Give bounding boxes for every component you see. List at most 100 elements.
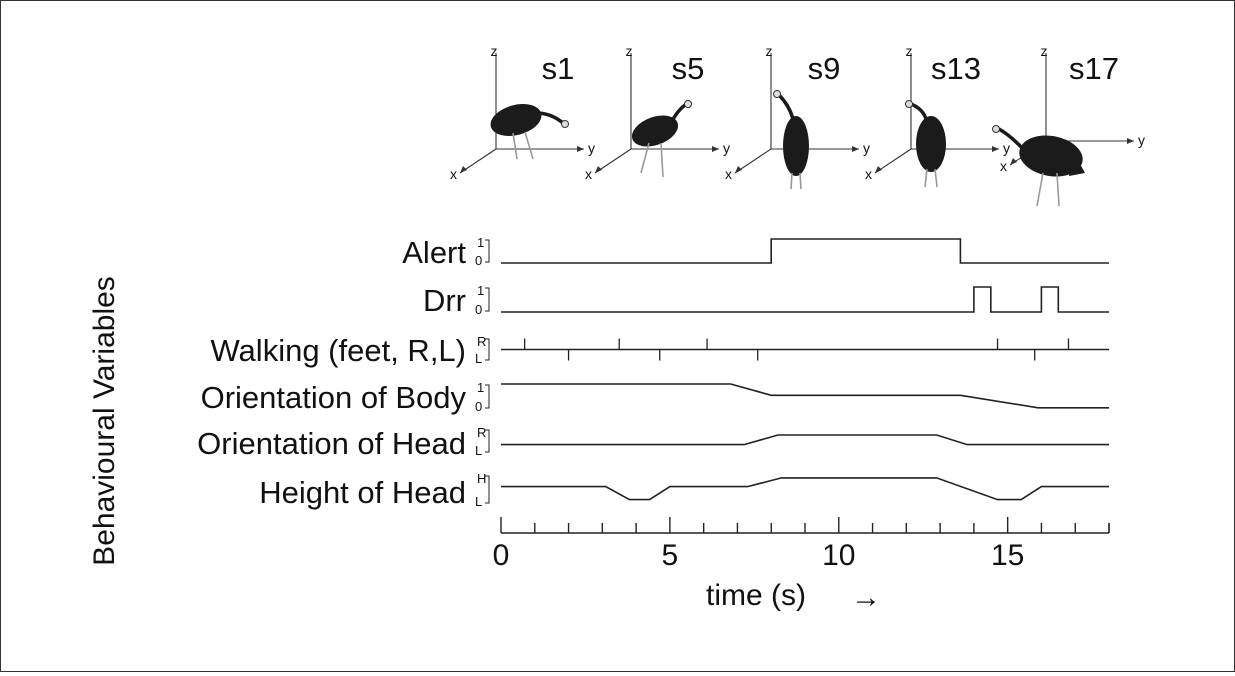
axes-3d-icon: z y x — [450, 43, 595, 182]
turkey-head-icon — [684, 100, 692, 108]
turkey-leg-icon — [1036, 172, 1044, 207]
x-tick-label: 0 — [493, 539, 510, 572]
axis-letter-z: z — [1041, 43, 1048, 59]
row-level-lo-height: L — [475, 494, 482, 509]
axis-letter-x: x — [450, 166, 457, 182]
row-label-drr: Drr — [423, 283, 466, 318]
time-arrow: → — [851, 581, 881, 614]
turkey-leg-icon — [640, 142, 650, 174]
trace-alert — [501, 238, 1109, 264]
turkey-leg-icon — [1056, 172, 1060, 207]
turkey-leg-icon — [660, 142, 664, 178]
turkey-leg-icon — [924, 168, 928, 188]
row-level-lo-alert: 0 — [475, 253, 482, 268]
snapshot-label: s17 — [1069, 51, 1119, 86]
turkey-s9-icon — [773, 90, 809, 190]
turkey-body-icon — [783, 116, 809, 176]
row-bracket-alert — [485, 239, 490, 263]
turkey-head-icon — [773, 90, 781, 98]
axis-letter-y: y — [723, 140, 730, 156]
arrow-head-icon — [460, 166, 467, 173]
arrow-head-icon — [1010, 158, 1017, 165]
row-level-lo-head: L — [475, 443, 482, 458]
axis-letter-z: z — [906, 43, 913, 59]
turkey-neck-icon — [777, 93, 795, 121]
row-label-walking: Walking (feet, R,L) — [210, 333, 466, 368]
row-label-body: Orientation of Body — [201, 380, 467, 415]
axis-letter-z: z — [766, 43, 773, 59]
trace-body — [501, 383, 1109, 409]
row-label-height: Height of Head — [259, 475, 466, 510]
turkey-tail-icon — [1069, 151, 1085, 176]
axis-letter-x: x — [1000, 158, 1007, 174]
turkey-s5-icon — [631, 100, 692, 178]
axis-letter-y: y — [1003, 140, 1010, 156]
snapshot-s1: z y x s1 — [450, 43, 595, 182]
turkey-leg-icon — [524, 131, 534, 160]
row-label-head: Orientation of Head — [197, 426, 466, 461]
turkey-body-icon — [1019, 135, 1083, 177]
axis-letter-z: z — [491, 43, 498, 59]
row-level-hi-walking: R — [477, 334, 486, 349]
arrow-head-icon — [577, 146, 584, 152]
turkey-leg-icon — [934, 168, 938, 188]
turkey-s17-icon — [992, 125, 1083, 207]
turkey-leg-icon — [799, 172, 802, 190]
row-level-hi-drr: 1 — [477, 283, 484, 298]
row-bracket-drr — [485, 287, 490, 312]
row-bracket-walking — [485, 338, 490, 361]
turkey-neck-icon — [997, 127, 1025, 151]
arrow-head-icon — [875, 166, 882, 173]
arrow-head-icon — [852, 146, 859, 152]
arrow-head-icon — [712, 146, 719, 152]
turkey-body-icon — [631, 115, 679, 147]
turkey-neck-icon — [669, 103, 687, 125]
turkey-body-icon — [490, 104, 542, 136]
turkey-leg-icon — [512, 132, 518, 160]
trace-drr — [501, 286, 1109, 313]
x-tick-label: 5 — [662, 539, 679, 572]
snapshot-label: s9 — [808, 51, 841, 86]
arrow-head-icon — [735, 166, 742, 173]
x-tick-label: 10 — [822, 539, 855, 572]
arrow-head-icon — [1127, 138, 1134, 144]
turkey-s1-icon — [490, 104, 569, 160]
axis-letter-y: y — [588, 140, 595, 156]
row-level-hi-head: R — [477, 425, 486, 440]
arrow-head-icon — [595, 166, 602, 173]
row-level-lo-walking: L — [475, 351, 482, 366]
row-bracket-head — [485, 429, 490, 453]
turkey-neck-icon — [534, 111, 565, 125]
row-level-hi-height: H — [477, 471, 486, 486]
turkey-head-icon — [905, 100, 913, 108]
row-level-hi-alert: 1 — [477, 235, 484, 250]
axis-letter-x: x — [725, 166, 732, 182]
row-level-lo-drr: 0 — [475, 302, 482, 317]
axis-letter-y: y — [863, 140, 870, 156]
snapshot-label: s1 — [542, 51, 575, 86]
snapshot-label: s13 — [931, 51, 981, 86]
row-bracket-body — [485, 384, 490, 409]
axis-letter-x: x — [865, 166, 872, 182]
axis-letter-z: z — [626, 43, 633, 59]
row-label-alert: Alert — [402, 235, 466, 270]
arrow-head-icon — [992, 146, 999, 152]
x-tick-label: 15 — [991, 539, 1024, 572]
turkey-neck-icon — [909, 102, 928, 121]
snapshot-label: s5 — [672, 51, 705, 86]
trace-height — [501, 477, 1109, 501]
row-level-lo-body: 0 — [475, 399, 482, 414]
turkey-head-icon — [561, 120, 569, 128]
turkey-s13-icon — [905, 100, 946, 188]
axis-letter-y: y — [1138, 132, 1145, 148]
traces — [501, 238, 1109, 501]
turkey-body-icon — [916, 116, 946, 172]
row-level-hi-body: 1 — [477, 380, 484, 395]
x-axis: 0 5 10 15 — [493, 517, 1110, 572]
row-bracket-height — [485, 475, 490, 504]
